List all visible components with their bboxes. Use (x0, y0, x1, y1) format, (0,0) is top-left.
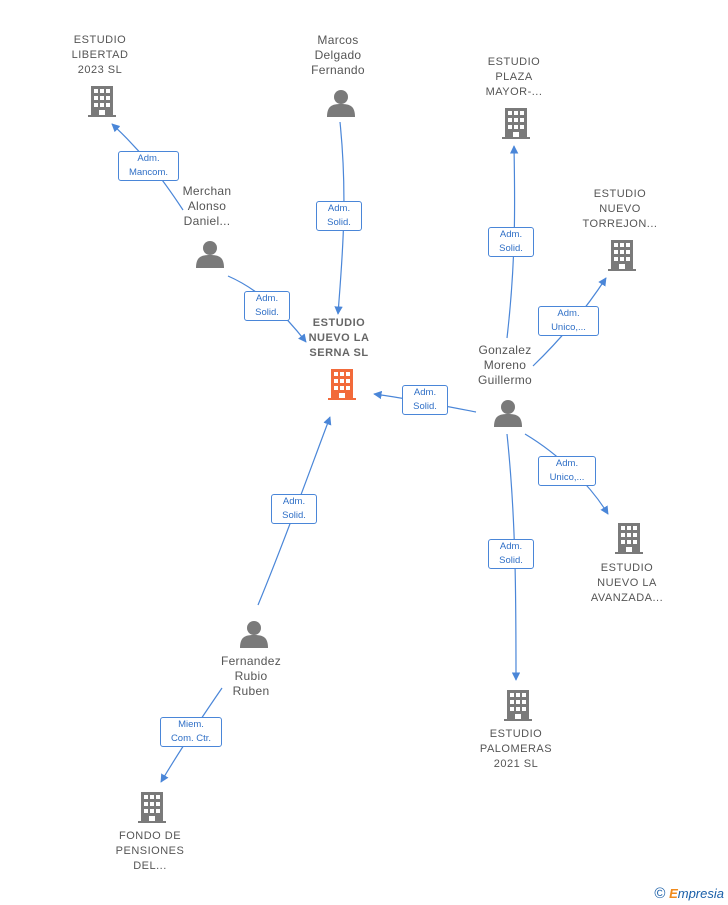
edge-label-merchan-focus[interactable]: Adm. Solid. (244, 291, 290, 321)
node-line: 2023 SL (77, 64, 123, 76)
node-estudio-libertad[interactable]: ESTUDIO LIBERTAD 2023 SL (50, 33, 150, 78)
node-line: Guillermo (477, 373, 533, 387)
edge-label-line: Adm. (499, 541, 523, 552)
edge-label-line: Adm. (282, 496, 306, 507)
edge-label-gonzalez-plaza[interactable]: Adm. Solid. (488, 227, 534, 257)
edge-label-line: Solid. (413, 401, 437, 412)
node-line: ESTUDIO (73, 34, 127, 46)
copyright-icon: © (654, 885, 666, 902)
node-line: NUEVO (599, 203, 641, 215)
node-line: LIBERTAD (71, 49, 129, 61)
edge-label-line: Adm. (413, 387, 437, 398)
node-line: Fernandez (220, 654, 282, 668)
person-icon (240, 621, 268, 648)
node-line: NUEVO LA (308, 332, 370, 344)
edge-label-line: Com. Ctr. (170, 733, 212, 744)
edge-label-line: Mancom. (128, 167, 169, 178)
edge-label-gonzalez-avanzada[interactable]: Adm. Unico,... (538, 456, 596, 486)
building-icon (608, 240, 636, 271)
edge-label-gonzalez-focus[interactable]: Adm. Solid. (402, 385, 448, 415)
node-line: AVANZADA... (590, 592, 664, 604)
node-estudio-palomeras[interactable]: ESTUDIO PALOMERAS 2021 SL (466, 727, 566, 772)
node-line: Moreno (483, 358, 527, 372)
node-line: FONDO DE (118, 830, 182, 842)
edge-label-line: Solid. (499, 243, 523, 254)
node-fondo[interactable]: FONDO DE PENSIONES DEL... (100, 829, 200, 874)
edge-label-merchan-libertad[interactable]: Adm. Mancom. (118, 151, 179, 181)
edge-label-line: Adm. (555, 458, 579, 469)
node-line: Ruben (232, 684, 270, 698)
node-line: SERNA SL (309, 347, 369, 359)
edge-label-line: Solid. (499, 555, 523, 566)
brand-initial: E (669, 886, 678, 901)
node-line: ESTUDIO (600, 562, 654, 574)
node-line: NUEVO LA (597, 577, 657, 589)
node-line: ESTUDIO (593, 188, 647, 200)
node-line: ESTUDIO (487, 56, 541, 68)
person-icon (327, 90, 355, 117)
node-line: ESTUDIO (312, 317, 366, 329)
node-line: Gonzalez (478, 343, 532, 357)
edge-label-line: Adm. (557, 308, 580, 319)
building-icon-focus (328, 369, 356, 400)
node-line: Merchan (182, 184, 232, 198)
edge-label-line: Solid. (282, 510, 306, 521)
node-line: MAYOR-... (485, 86, 543, 98)
node-line: Alonso (187, 199, 227, 213)
edge-label-fernandez-focus[interactable]: Adm. Solid. (271, 494, 317, 524)
node-line: Rubio (234, 669, 268, 683)
edge-label-line: Unico,... (551, 322, 586, 333)
node-fernandez[interactable]: Fernandez Rubio Ruben (201, 654, 301, 699)
node-line: Daniel... (183, 214, 231, 228)
person-icon (196, 241, 224, 268)
node-line: PENSIONES (115, 845, 185, 857)
edge-label-line: Miem. (178, 719, 204, 730)
node-line: Marcos (317, 33, 359, 47)
building-icon (88, 86, 116, 117)
node-marcos[interactable]: Marcos Delgado Fernando (288, 33, 388, 78)
edge-label-line: Unico,... (549, 472, 585, 483)
node-focus-company[interactable]: ESTUDIO NUEVO LA SERNA SL (289, 316, 389, 361)
node-line: ESTUDIO (489, 728, 543, 740)
edge-label-marcos-focus[interactable]: Adm. Solid. (316, 201, 362, 231)
edge-label-line: Adm. (499, 229, 523, 240)
edge-label-line: Solid. (255, 307, 279, 318)
edge-label-fernandez-fondo[interactable]: Miem. Com. Ctr. (160, 717, 222, 747)
building-icon (502, 108, 530, 139)
person-icon (494, 400, 522, 427)
node-line: Delgado (314, 48, 362, 62)
node-line: TORREJON... (582, 218, 658, 230)
building-icon (504, 690, 532, 721)
node-estudio-torrejon[interactable]: ESTUDIO NUEVO TORREJON... (570, 187, 670, 232)
edge-label-line: Adm. (255, 293, 279, 304)
building-icon (138, 792, 166, 823)
node-line: Fernando (311, 63, 365, 77)
node-line: PLAZA (495, 71, 533, 83)
node-merchan[interactable]: Merchan Alonso Daniel... (157, 184, 257, 229)
node-line: 2021 SL (493, 758, 539, 770)
edge-label-line: Adm. (327, 203, 351, 214)
edge-label-line: Solid. (327, 217, 351, 228)
edge-label-gonzalez-torrejon[interactable]: Adm. Unico,... (538, 306, 599, 336)
brand-name: mpresia (677, 886, 724, 901)
edge-label-line: Adm. (137, 153, 160, 164)
node-estudio-plaza[interactable]: ESTUDIO PLAZA MAYOR-... (464, 55, 564, 100)
node-line: PALOMERAS (479, 743, 553, 755)
building-icon (615, 523, 643, 554)
brand-logo[interactable]: © Empresia (654, 885, 724, 902)
node-gonzalez[interactable]: Gonzalez Moreno Guillermo (455, 343, 555, 388)
node-line: DEL... (133, 860, 167, 872)
node-estudio-avanzada[interactable]: ESTUDIO NUEVO LA AVANZADA... (577, 561, 677, 606)
edge-label-gonzalez-palomeras[interactable]: Adm. Solid. (488, 539, 534, 569)
